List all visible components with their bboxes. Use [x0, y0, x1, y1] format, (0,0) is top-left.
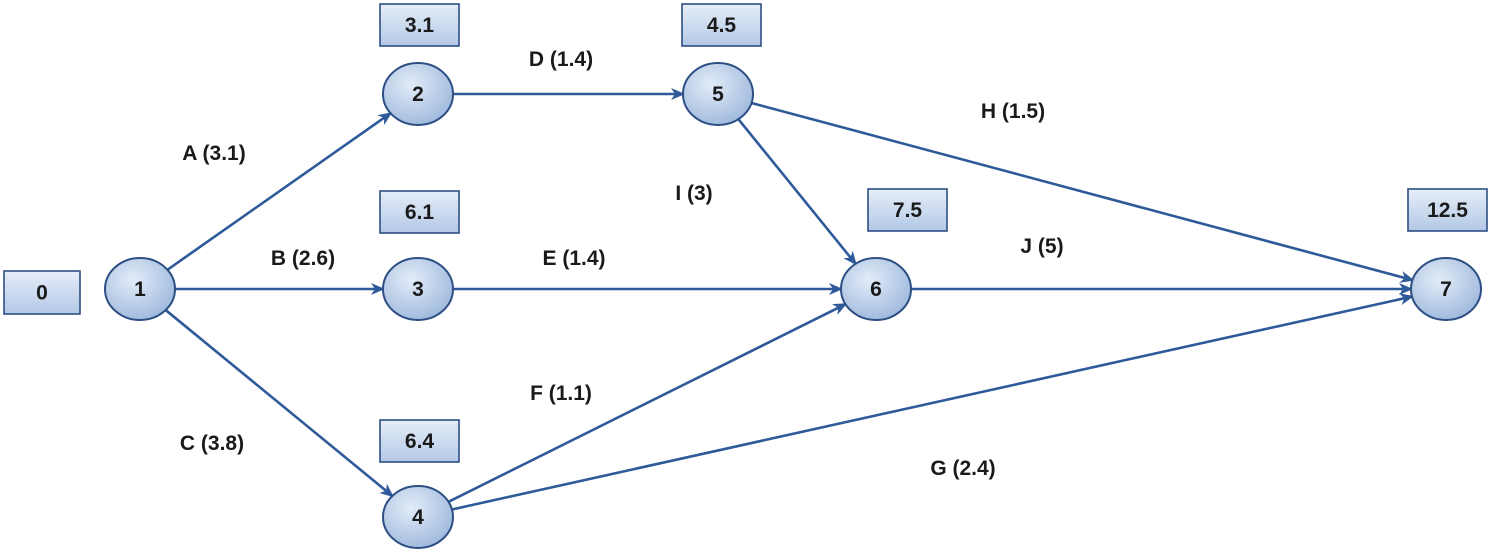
edge-6-7: J (5)	[911, 235, 1413, 295]
time-value: 7.5	[893, 199, 923, 222]
time-box	[379, 3, 460, 47]
time-box	[3, 270, 81, 315]
node-label: 6	[870, 278, 882, 301]
time-value: 4.5	[707, 14, 737, 37]
edge-label: F (1.1)	[530, 382, 592, 405]
edge-4-6: F (1.1)	[447, 303, 848, 503]
node-circle	[104, 257, 176, 321]
edge-5-7: H (1.5)	[751, 100, 1415, 283]
edge-arrow	[166, 112, 393, 271]
node-4: 4	[382, 485, 454, 549]
edge-1-2: A (3.1)	[166, 112, 393, 271]
time-box-node-1: 0	[3, 270, 81, 315]
time-value: 0	[36, 282, 48, 305]
edge-label: E (1.4)	[542, 247, 605, 270]
edge-arrow	[451, 293, 1415, 511]
edge-arrow	[164, 309, 394, 498]
edge-arrow	[751, 101, 1415, 283]
time-box	[867, 188, 948, 232]
node-7: 7	[1410, 257, 1482, 321]
edge-label: C (3.8)	[180, 432, 244, 455]
time-box-node-3: 6.1	[379, 190, 460, 234]
node-circle	[1410, 257, 1482, 321]
node-1: 1	[104, 257, 176, 321]
node-circle	[382, 62, 454, 126]
edge-1-3: B (2.6)	[175, 247, 385, 295]
node-circle	[840, 257, 912, 321]
edge-1-4: C (3.8)	[164, 309, 394, 498]
time-box-node-4: 6.4	[379, 419, 460, 463]
time-boxes-layer: 0 3.1 6.1 6.4 4.5 7.5 12.5	[3, 3, 1488, 463]
edge-label: D (1.4)	[529, 48, 593, 71]
edge-5-6: I (3)	[675, 118, 857, 266]
time-box-node-5: 4.5	[681, 3, 762, 47]
edge-label: H (1.5)	[981, 100, 1045, 123]
time-box	[1407, 188, 1488, 232]
node-label: 7	[1440, 278, 1452, 301]
nodes-layer: 1 2 3 4 5 6 7	[104, 62, 1482, 549]
time-box	[379, 419, 460, 463]
node-3: 3	[382, 257, 454, 321]
edge-arrow	[447, 303, 848, 503]
time-box-node-6: 7.5	[867, 188, 948, 232]
node-circle	[682, 62, 754, 126]
edge-label: B (2.6)	[271, 247, 335, 270]
edge-arrow	[737, 118, 857, 266]
edge-4-7: G (2.4)	[451, 293, 1415, 511]
edge-label: J (5)	[1020, 235, 1063, 258]
node-2: 2	[382, 62, 454, 126]
time-value: 6.4	[405, 430, 435, 453]
time-value: 6.1	[405, 201, 435, 224]
time-box	[681, 3, 762, 47]
node-label: 1	[134, 278, 146, 301]
edge-3-6: E (1.4)	[453, 247, 843, 295]
node-label: 5	[712, 83, 724, 106]
node-circle	[382, 257, 454, 321]
node-label: 2	[412, 83, 424, 106]
node-label: 3	[412, 278, 424, 301]
edge-2-5: D (1.4)	[453, 48, 685, 100]
time-value: 3.1	[405, 14, 435, 37]
edge-label: I (3)	[675, 182, 712, 205]
time-box-node-2: 3.1	[379, 3, 460, 47]
node-circle	[382, 485, 454, 549]
node-label: 4	[412, 506, 424, 529]
edge-label: A (3.1)	[182, 142, 245, 165]
edge-label: G (2.4)	[930, 457, 995, 480]
node-5: 5	[682, 62, 754, 126]
edges-layer: A (3.1) B (2.6) C (3.8) D (1.4) E (1.4) F (1.…	[164, 48, 1415, 511]
time-value: 12.5	[1427, 199, 1468, 222]
node-6: 6	[840, 257, 912, 321]
time-box	[379, 190, 460, 234]
time-box-node-7: 12.5	[1407, 188, 1488, 232]
